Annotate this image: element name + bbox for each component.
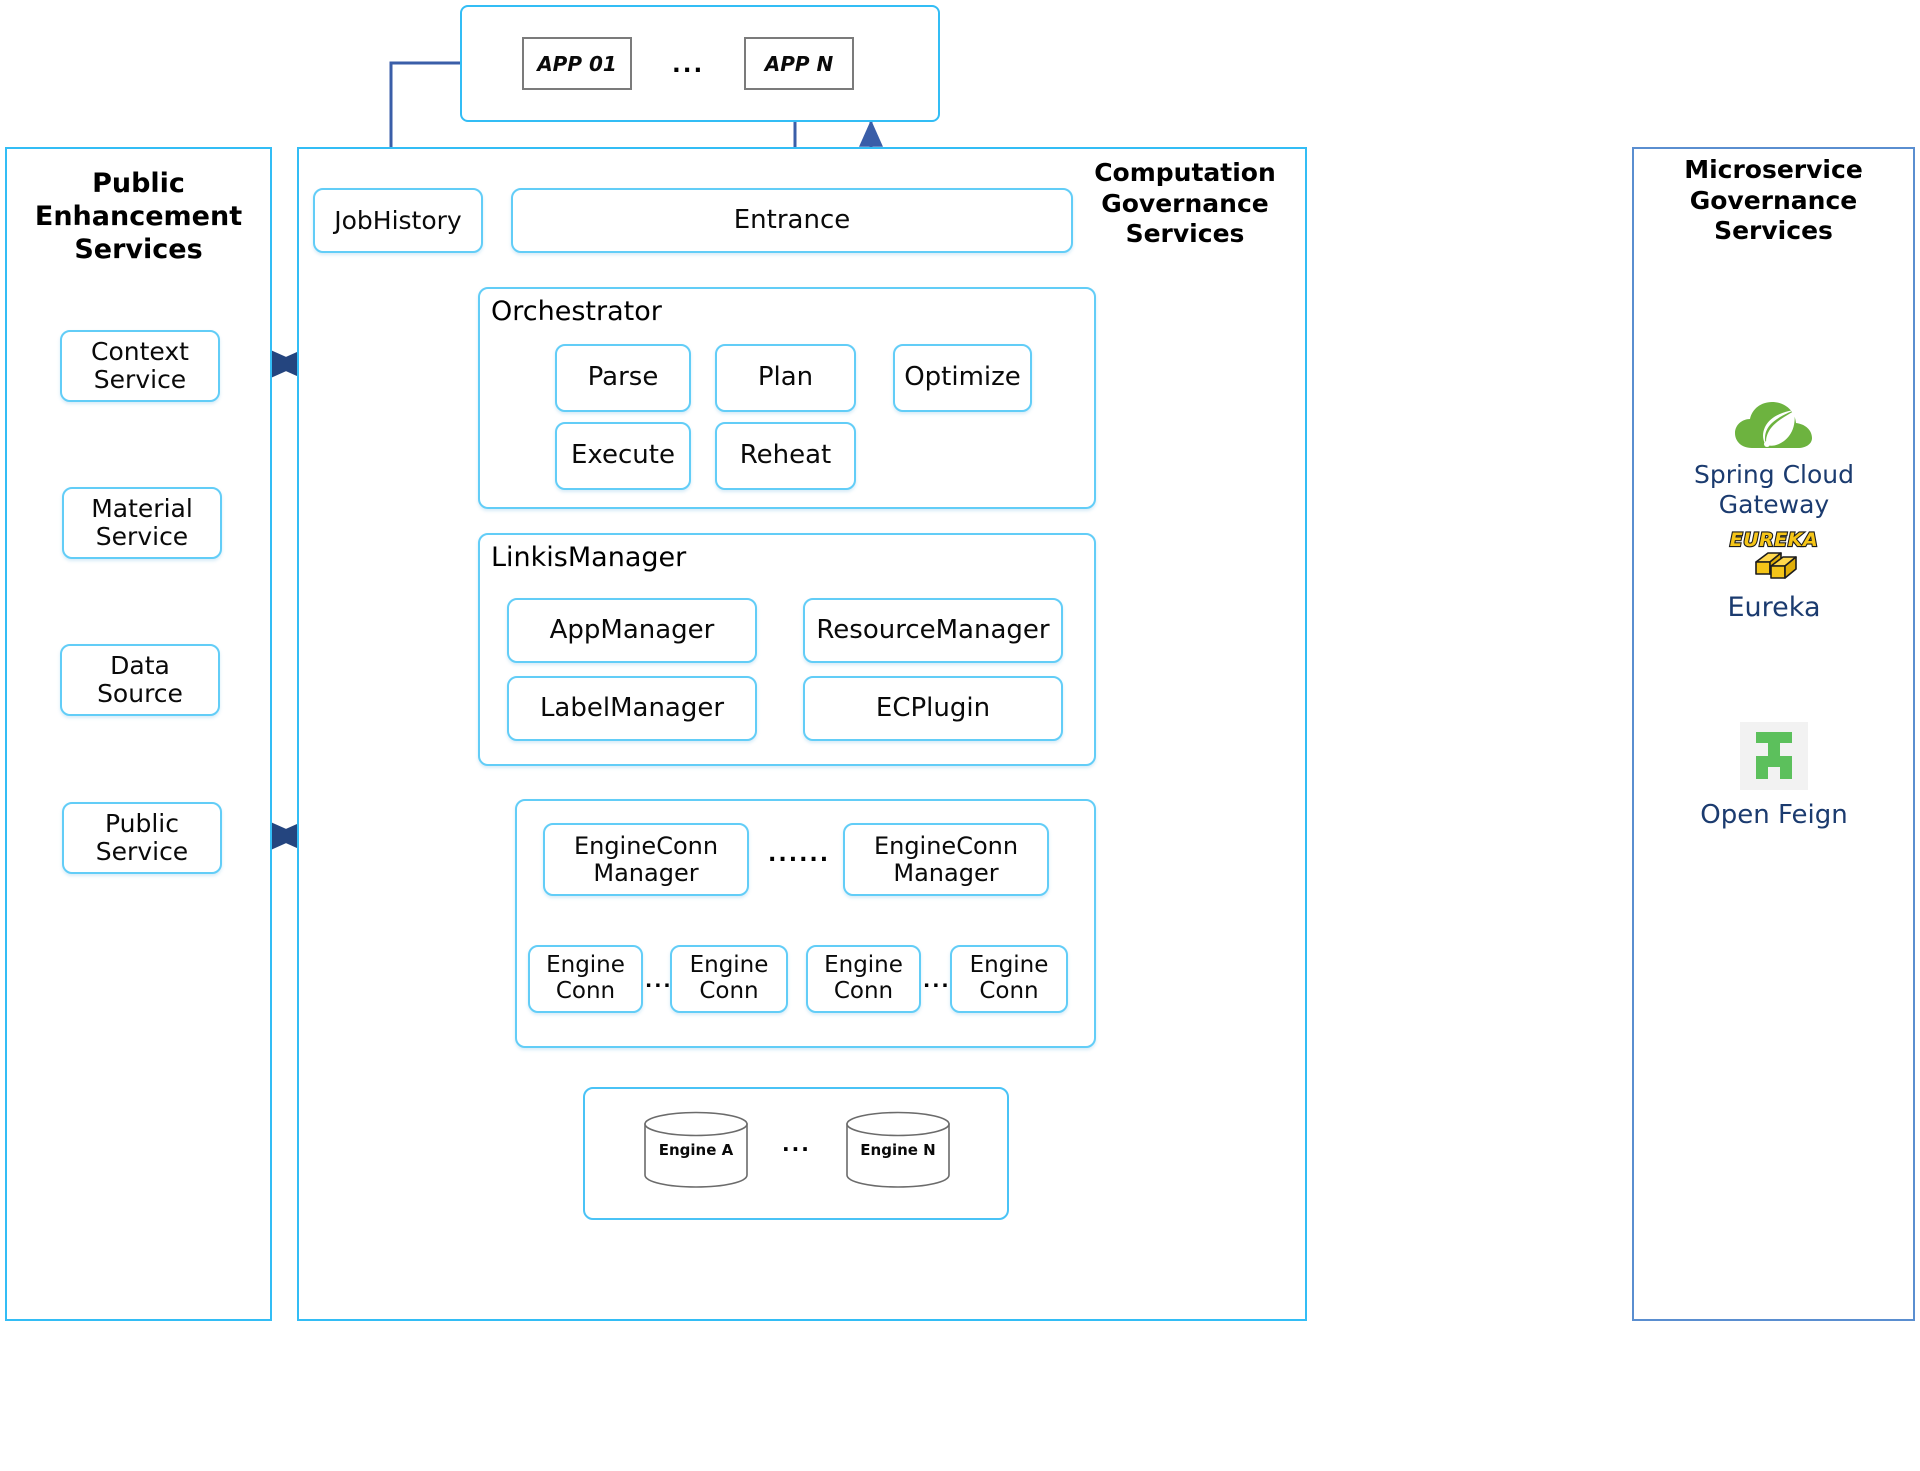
public-enhancement-services-title: Public Enhancement Services xyxy=(5,168,272,267)
service-label-line: Data xyxy=(110,651,170,680)
linkis-manager-item-labelmanager[interactable]: LabelManager xyxy=(507,676,757,741)
engine-conn-manager-label-line: Manager xyxy=(593,858,699,887)
engine-conn-label-line: Engine xyxy=(824,952,903,979)
orchestrator-item-label: Optimize xyxy=(904,362,1021,393)
engine-conn-label-line: Conn xyxy=(979,978,1039,1004)
linkis-manager-item-label: ECPlugin xyxy=(875,692,991,723)
title-line: Services xyxy=(1714,216,1833,245)
engine-conn-label-line: Engine xyxy=(969,952,1049,979)
engine-conn-manager-box-1[interactable]: EngineConn Manager xyxy=(543,823,749,896)
app-box-label: APP N xyxy=(764,51,834,76)
service-box-material-service[interactable]: Material Service xyxy=(62,487,222,559)
service-label-line: Material xyxy=(91,494,193,523)
app-box-01[interactable]: APP 01 xyxy=(522,37,632,90)
microservice-item-caption: Eureka xyxy=(1644,592,1904,624)
service-label-line: Service xyxy=(93,365,187,394)
orchestrator-item-reheat[interactable]: Reheat xyxy=(715,422,856,490)
entrance-box[interactable]: Entrance xyxy=(511,188,1073,253)
service-label-line: Context xyxy=(91,337,189,366)
engine-conn-manager-label-line: EngineConn xyxy=(873,831,1019,860)
microservice-item-open-feign[interactable]: Open Feign xyxy=(1644,722,1904,831)
engine-conn-manager-box-2[interactable]: EngineConn Manager xyxy=(843,823,1049,896)
caption-line: Open Feign xyxy=(1700,800,1848,830)
microservice-item-spring-cloud-gateway[interactable]: Spring Cloud Gateway xyxy=(1644,398,1904,519)
service-box-public-service[interactable]: Public Service xyxy=(62,802,222,874)
orchestrator-item-label: Reheat xyxy=(739,440,832,471)
orchestrator-item-optimize[interactable]: Optimize xyxy=(893,344,1032,412)
spring-cloud-leaf-icon xyxy=(1735,402,1812,448)
linkis-manager-item-resourcemanager[interactable]: ResourceManager xyxy=(803,598,1063,663)
caption-line: Gateway xyxy=(1718,489,1830,519)
orchestrator-item-execute[interactable]: Execute xyxy=(555,422,691,490)
title-line: Governance xyxy=(1101,188,1269,218)
linkis-manager-item-appmanager[interactable]: AppManager xyxy=(507,598,757,663)
microservice-item-caption: Open Feign xyxy=(1644,800,1904,831)
linkis-manager-item-label: ResourceManager xyxy=(816,614,1050,645)
app-box-label: APP 01 xyxy=(537,51,617,76)
title-line: Computation xyxy=(1094,158,1276,187)
engine-n-cylinder[interactable]: Engine N xyxy=(845,1110,951,1189)
eureka-goldbars-icon: EUREKA xyxy=(1729,528,1819,579)
title-line: Public xyxy=(92,168,185,199)
service-label-line: Public xyxy=(105,809,179,838)
app-box-n[interactable]: APP N xyxy=(744,37,854,90)
engine-conn-label-line: Engine xyxy=(689,952,769,979)
engine-conn-manager-ellipsis: ...... xyxy=(768,842,831,867)
entrance-label: Entrance xyxy=(733,204,851,235)
orchestrator-item-plan[interactable]: Plan xyxy=(715,344,856,412)
engine-conn-box-1[interactable]: Engine Conn xyxy=(528,945,643,1013)
engine-conn-label-line: Conn xyxy=(555,978,616,1004)
engine-label: Engine N xyxy=(860,1140,936,1159)
engine-conn-manager-label-line: Manager xyxy=(893,858,999,887)
job-history-label: JobHistory xyxy=(334,205,462,235)
app-ellipsis: ... xyxy=(672,52,705,78)
service-box-data-source[interactable]: Data Source xyxy=(60,644,220,716)
engine-a-cylinder[interactable]: Engine A xyxy=(643,1110,749,1189)
service-label-line: Service xyxy=(95,837,189,866)
title-line: Microservice xyxy=(1684,155,1863,184)
orchestrator-label: Orchestrator xyxy=(491,296,662,327)
orchestrator-item-label: Parse xyxy=(587,362,659,393)
engine-conn-manager-label-line: EngineConn xyxy=(573,831,719,860)
microservice-item-caption: Spring Cloud Gateway xyxy=(1644,460,1904,519)
open-feign-icon xyxy=(1740,722,1808,790)
engine-label: Engine A xyxy=(658,1140,734,1159)
title-line: Governance xyxy=(1689,185,1858,215)
linkis-manager-label: LinkisManager xyxy=(491,542,687,573)
caption-line: Spring Cloud xyxy=(1693,460,1855,489)
microservice-item-eureka[interactable]: EUREKA Eureka xyxy=(1644,522,1904,624)
engine-conn-label-line: Engine xyxy=(546,952,625,979)
orchestrator-item-label: Plan xyxy=(757,362,814,393)
caption-line: Eureka xyxy=(1727,592,1821,623)
title-line: Services xyxy=(74,233,203,265)
engine-conn-box-4[interactable]: Engine Conn xyxy=(950,945,1068,1013)
microservice-governance-services-title: Microservice Governance Services xyxy=(1632,155,1915,247)
service-box-context-service[interactable]: Context Service xyxy=(60,330,220,402)
engine-conn-box-3[interactable]: Engine Conn xyxy=(806,945,921,1013)
linkis-manager-item-label: AppManager xyxy=(549,614,715,645)
engine-conn-label-line: Conn xyxy=(833,978,894,1004)
engine-conn-label-line: Conn xyxy=(699,978,759,1004)
title-line: Enhancement xyxy=(34,200,243,232)
engine-ellipsis: ... xyxy=(782,1132,811,1156)
title-line: Services xyxy=(1125,219,1245,248)
public-enhancement-services-panel xyxy=(5,147,272,1321)
linkis-manager-item-ecplugin[interactable]: ECPlugin xyxy=(803,676,1063,741)
svg-text:EUREKA: EUREKA xyxy=(1730,529,1818,551)
orchestrator-item-label: Execute xyxy=(571,440,675,471)
job-history-box[interactable]: JobHistory xyxy=(313,188,483,253)
database-cylinder-icon xyxy=(644,1111,748,1188)
engine-conn-box-2[interactable]: Engine Conn xyxy=(670,945,788,1013)
database-cylinder-icon xyxy=(846,1111,950,1188)
service-label-line: Source xyxy=(97,679,183,708)
linkis-manager-item-label: LabelManager xyxy=(539,692,725,723)
computation-governance-services-title: Computation Governance Services xyxy=(1070,158,1300,250)
service-label-line: Service xyxy=(95,522,189,551)
orchestrator-item-parse[interactable]: Parse xyxy=(555,344,691,412)
